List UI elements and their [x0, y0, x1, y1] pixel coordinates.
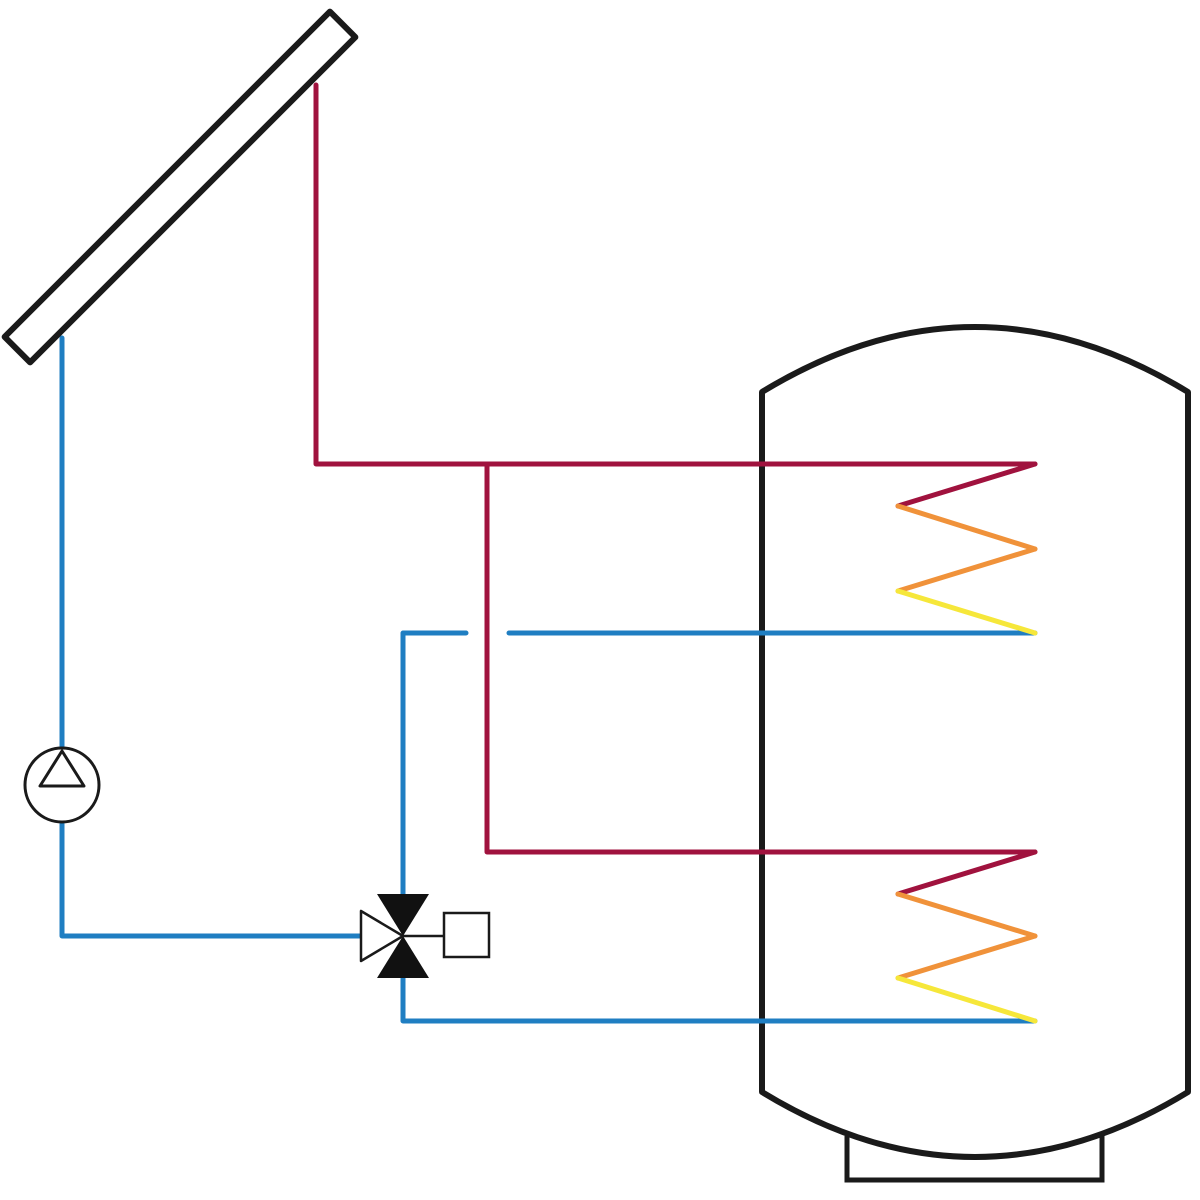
cold-return-pipes	[59, 335, 1038, 1024]
valve-bottom-triangle	[377, 936, 429, 978]
coil-segment	[895, 849, 1038, 897]
collector-flow-pipe	[313, 82, 1038, 467]
branch-to-lower-coil-pipe	[484, 461, 1038, 855]
lower-coil-return-pipe	[400, 975, 1038, 1024]
tank-body	[759, 324, 1191, 1160]
coil-segment	[895, 975, 1038, 1024]
upper-heat-exchanger-coil	[895, 461, 1038, 636]
pump-triangle-icon	[38, 749, 86, 788]
valve-actuator-box	[442, 911, 491, 959]
valve-top-triangle	[377, 894, 429, 936]
coil-segment	[895, 503, 1038, 552]
coil-segment	[895, 933, 1038, 981]
lower-heat-exchanger-coil	[895, 849, 1038, 1024]
tank-base	[844, 1136, 1105, 1183]
solar-collector-panel	[1, 8, 359, 366]
upper-coil-return-left-pipe	[400, 630, 469, 899]
valve-left-triangle	[359, 909, 405, 963]
hot-supply-pipes	[313, 82, 1038, 855]
circulation-pump	[23, 746, 101, 824]
coil-segment	[895, 546, 1038, 594]
coil-segment	[895, 891, 1038, 939]
three-way-valve	[359, 894, 491, 978]
pump-to-valve-pipe	[59, 819, 363, 939]
solar-collector	[1, 8, 359, 366]
coil-segment	[895, 588, 1038, 636]
coil-segment	[895, 461, 1038, 509]
storage-tank	[759, 324, 1191, 1183]
